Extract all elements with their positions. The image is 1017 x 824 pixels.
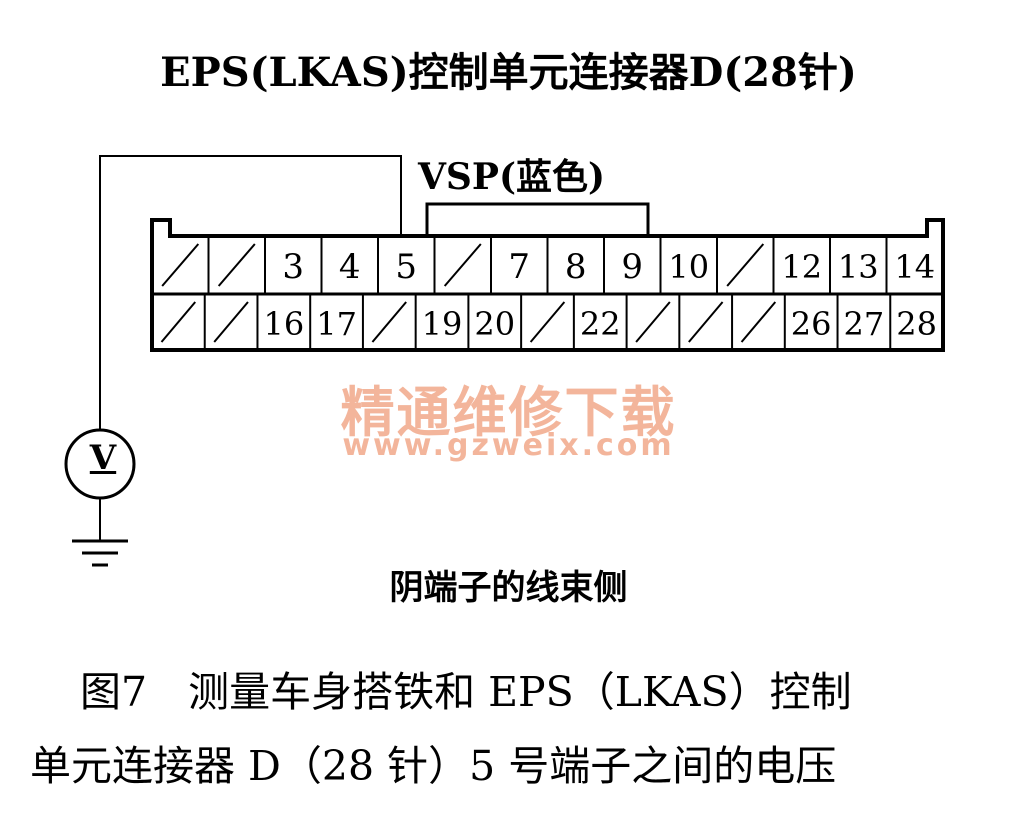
ground-icon <box>72 539 128 567</box>
empty-terminal-slash <box>635 301 671 343</box>
terminal-10-label: 10 <box>668 248 709 286</box>
watermark-text: 精通维修下载 <box>340 381 677 444</box>
terminal-3-label: 3 <box>282 247 304 287</box>
connector-lock-tab <box>425 202 650 236</box>
empty-terminal-slash <box>688 301 724 343</box>
empty-terminal-slash <box>740 301 777 343</box>
terminal-9-label: 9 <box>621 247 643 287</box>
vsp-label: VSP(蓝色) <box>418 156 606 198</box>
empty-terminal-slash <box>529 301 566 343</box>
probe-wire <box>99 155 402 436</box>
terminal-7-label: 7 <box>508 247 530 287</box>
terminal-8-label: 8 <box>565 247 587 287</box>
terminal-27-label: 27 <box>844 305 885 343</box>
empty-terminal-slash <box>443 243 482 287</box>
terminal-26-label: 26 <box>791 305 832 343</box>
terminal-16-label: 16 <box>263 305 304 343</box>
terminal-14-label: 14 <box>894 248 935 286</box>
terminal-19-label: 19 <box>422 305 463 343</box>
harness-side-label: 阴端子的线束侧 <box>389 568 628 608</box>
connector-row-2: 16 17 19 20 22 26 27 28 <box>160 294 937 350</box>
terminal-4-label: 4 <box>339 247 361 287</box>
terminal-20-label: 20 <box>474 305 515 343</box>
terminal-13-label: 13 <box>838 248 879 286</box>
voltmeter-label: V <box>89 438 117 478</box>
empty-terminal-slash <box>217 243 256 287</box>
terminal-17-label: 17 <box>316 305 357 343</box>
figure-caption-line-1: 图7 测量车身搭铁和 EPS（LKAS）控制 <box>80 668 852 716</box>
watermark-url: www.gzweix.com <box>342 428 675 463</box>
empty-terminal-slash <box>726 243 765 287</box>
empty-terminal-slash <box>371 301 407 343</box>
empty-terminal-slash <box>161 243 200 287</box>
diagram-title: EPS(LKAS)控制单元连接器D(28针) <box>160 49 857 96</box>
empty-terminal-slash <box>160 301 197 343</box>
terminal-28-label: 28 <box>896 305 937 343</box>
terminal-5-label: 5 <box>395 247 417 287</box>
terminal-22-label: 22 <box>580 305 621 343</box>
empty-terminal-slash <box>213 301 249 343</box>
terminal-12-label: 12 <box>781 248 822 286</box>
figure-caption-line-2: 单元连接器 D（28 针）5 号端子之间的电压 <box>30 742 837 790</box>
